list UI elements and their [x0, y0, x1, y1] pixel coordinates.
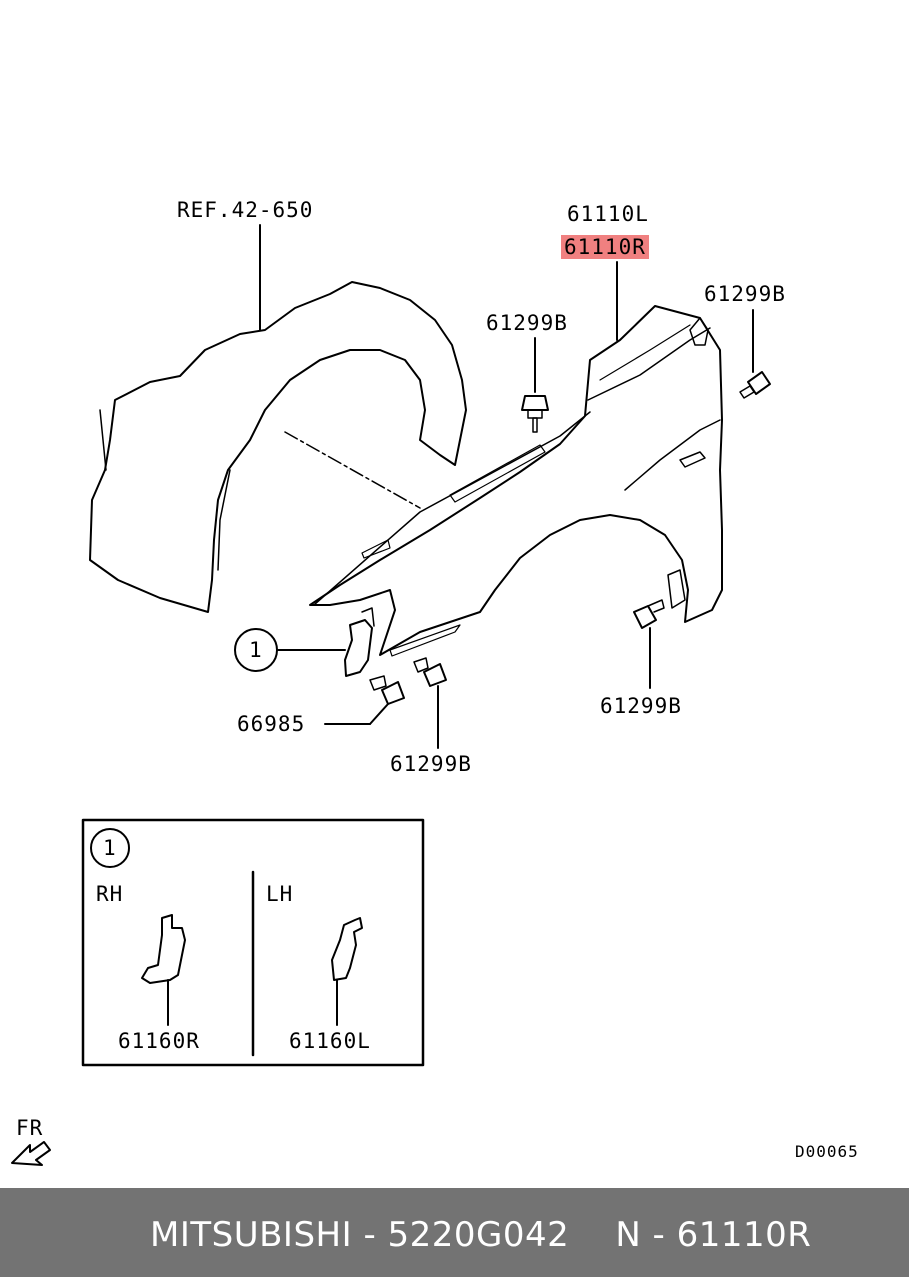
- bolt-top-left: [521, 337, 549, 433]
- fender-liner: [89, 281, 467, 613]
- footer-ref-code: N - 61110R: [615, 1215, 812, 1255]
- bolt-top-left-label[interactable]: 61299B: [486, 311, 568, 335]
- bolt-bottom-right-label[interactable]: 61299B: [600, 694, 682, 718]
- front-fender-panel: [309, 305, 723, 657]
- clip-66985: [324, 675, 405, 725]
- reference-line: [284, 431, 421, 509]
- bolt-bottom-right: [633, 599, 665, 689]
- inset-callout-number: 1: [103, 836, 117, 860]
- inset-rh-label: RH: [96, 882, 124, 906]
- inset-lh-label: LH: [266, 882, 294, 906]
- part-61110l-label[interactable]: 61110L: [567, 202, 649, 226]
- front-direction-arrow: [11, 1141, 51, 1166]
- bracket-callout-1: [234, 607, 375, 677]
- bracket-61160r-label[interactable]: 61160R: [118, 1029, 200, 1053]
- drawing-code: D00065: [795, 1142, 859, 1161]
- clip-label[interactable]: 66985: [237, 712, 306, 736]
- bolt-bottom-center-label[interactable]: 61299B: [390, 752, 472, 776]
- callout-number: 1: [249, 638, 263, 662]
- bolt-top-right: [739, 309, 771, 399]
- ref-label: REF.42-650: [177, 198, 314, 222]
- bolt-bottom-center: [413, 657, 447, 749]
- bolt-top-right-label[interactable]: 61299B: [704, 282, 786, 306]
- direction-label: FR: [16, 1116, 44, 1140]
- footer-part-number: 5220G042: [387, 1215, 570, 1255]
- part-61110r-label-highlighted[interactable]: 61110R: [561, 235, 649, 259]
- bracket-61160l-label[interactable]: 61160L: [289, 1029, 371, 1053]
- inset-box: [81, 818, 425, 1067]
- footer-brand: MITSUBISHI: [150, 1215, 353, 1255]
- footer-bar: [0, 1188, 909, 1277]
